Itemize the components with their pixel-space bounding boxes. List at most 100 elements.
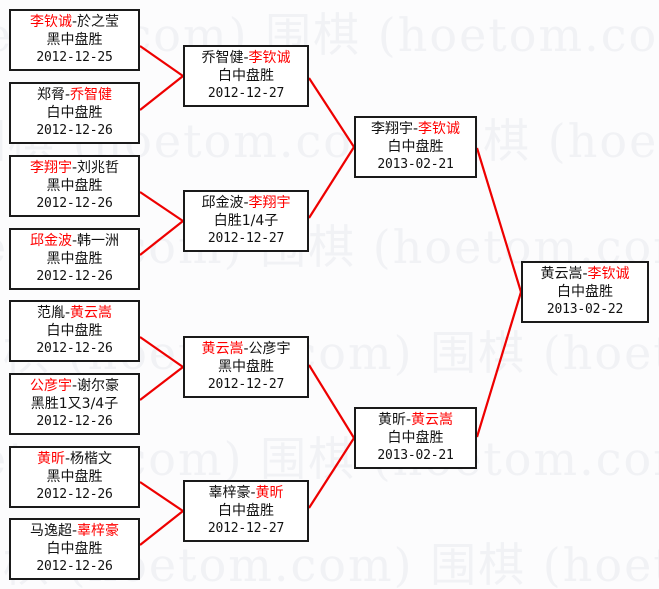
match-date: 2012-12-26 [36,196,113,211]
match-result: 白中盘胜 [46,323,103,339]
player-separator: - [243,50,249,66]
player-right: 黄云嵩 [411,412,454,428]
match-result: 黑中盘胜 [218,359,274,375]
player-separator: - [71,523,78,539]
match-box[interactable]: 公彦宇-谢尔豪黑胜1又3/4子 2012-12-26 [9,373,140,435]
match-result: 白中盘胜 [218,503,274,519]
match-result: 白中盘胜 [46,541,103,557]
player-right: 李翔宇 [248,195,291,211]
player-left: 黄云嵩 [201,341,244,357]
connector-line [139,220,184,256]
match-result: 黑胜1又3/4子 [30,396,119,412]
match-result: 黑中盘胜 [46,251,103,267]
player-right: 於之莹 [77,14,120,30]
match-result: 白中盘胜 [46,105,103,121]
connector-line [308,364,355,439]
player-separator: - [412,121,419,137]
player-left: 邱金波 [201,195,244,211]
player-separator: - [71,14,78,30]
connector-line [139,366,184,401]
player-left: 黄昕 [377,412,406,428]
match-date: 2012-12-26 [36,341,113,356]
match-date: 2013-02-21 [377,448,454,463]
player-left: 郑脋 [36,87,65,103]
match-result: 白中盘胜 [557,284,613,300]
connector-line [308,77,355,148]
player-right: 李钦诚 [248,50,291,66]
match-players: 李翔宇-刘兆哲 [11,159,138,177]
match-players: 邱金波-李翔宇 [185,194,307,212]
match-players: 黄昕-杨楷文 [11,450,138,468]
match-players: 李翔宇-李钦诚 [356,120,475,138]
player-separator: - [71,160,78,176]
match-date: 2012-12-26 [36,123,113,138]
player-right: 公彦宇 [248,341,291,357]
match-result: 黑中盘胜 [46,32,103,48]
player-separator: - [243,195,249,211]
player-separator: - [71,378,78,394]
match-date: 2012-12-26 [36,414,113,429]
match-date: 2012-12-27 [207,231,285,246]
match-players: 邱金波-韩一洲 [11,232,138,250]
match-result: 白胜1/4子 [213,213,279,229]
match-date: 2012-12-27 [207,377,285,392]
player-right: 杨楷文 [70,451,113,467]
player-right: 谢尔豪 [77,378,120,394]
match-players: 范胤-黄云嵩 [11,304,138,322]
player-left: 乔智健 [201,50,244,66]
player-left: 黄昕 [36,451,65,467]
connector-line [139,191,184,222]
player-separator: - [405,412,412,428]
player-right: 辜梓豪 [77,523,120,539]
player-left: 范胤 [36,305,65,321]
match-players: 黄云嵩-公彦宇 [185,340,307,358]
player-right: 刘兆哲 [77,160,120,176]
player-separator: - [243,341,249,357]
match-result: 白中盘胜 [387,430,444,446]
match-box[interactable]: 李翔宇-刘兆哲黑中盘胜 2012-12-26 [9,155,140,217]
player-right: 黄云嵩 [70,305,113,321]
match-result: 白中盘胜 [387,139,444,155]
connector-line [308,146,355,219]
player-separator: - [64,305,71,321]
match-result: 黑中盘胜 [46,469,103,485]
connector-line [139,75,184,111]
player-separator: - [64,87,71,103]
connector-line [475,291,523,438]
match-date: 2012-12-26 [36,559,113,574]
player-left: 李钦诚 [29,14,72,30]
match-players: 郑脋-乔智健 [11,86,138,104]
match-date: 2012-12-27 [207,521,285,536]
match-date: 2013-02-21 [377,157,454,172]
player-separator: - [71,233,78,249]
player-right: 黄昕 [255,485,284,501]
match-players: 公彦宇-谢尔豪 [11,377,138,395]
player-left: 李翔宇 [370,121,413,137]
match-result: 白中盘胜 [218,68,274,84]
player-right: 李钦诚 [418,121,461,137]
player-right: 韩一洲 [77,233,120,249]
match-players: 乔智健-李钦诚 [185,49,307,67]
player-left: 辜梓豪 [208,485,251,501]
player-left: 马逸超 [29,523,72,539]
match-box[interactable]: 黄昕-黄云嵩白中盘胜 2013-02-21 [354,407,477,469]
connector-line [475,147,523,293]
connector-line [139,336,184,368]
match-players: 马逸超-辜梓豪 [11,522,138,540]
player-right: 乔智健 [70,87,113,103]
match-result: 黑中盘胜 [46,178,103,194]
connector-line [139,481,184,512]
